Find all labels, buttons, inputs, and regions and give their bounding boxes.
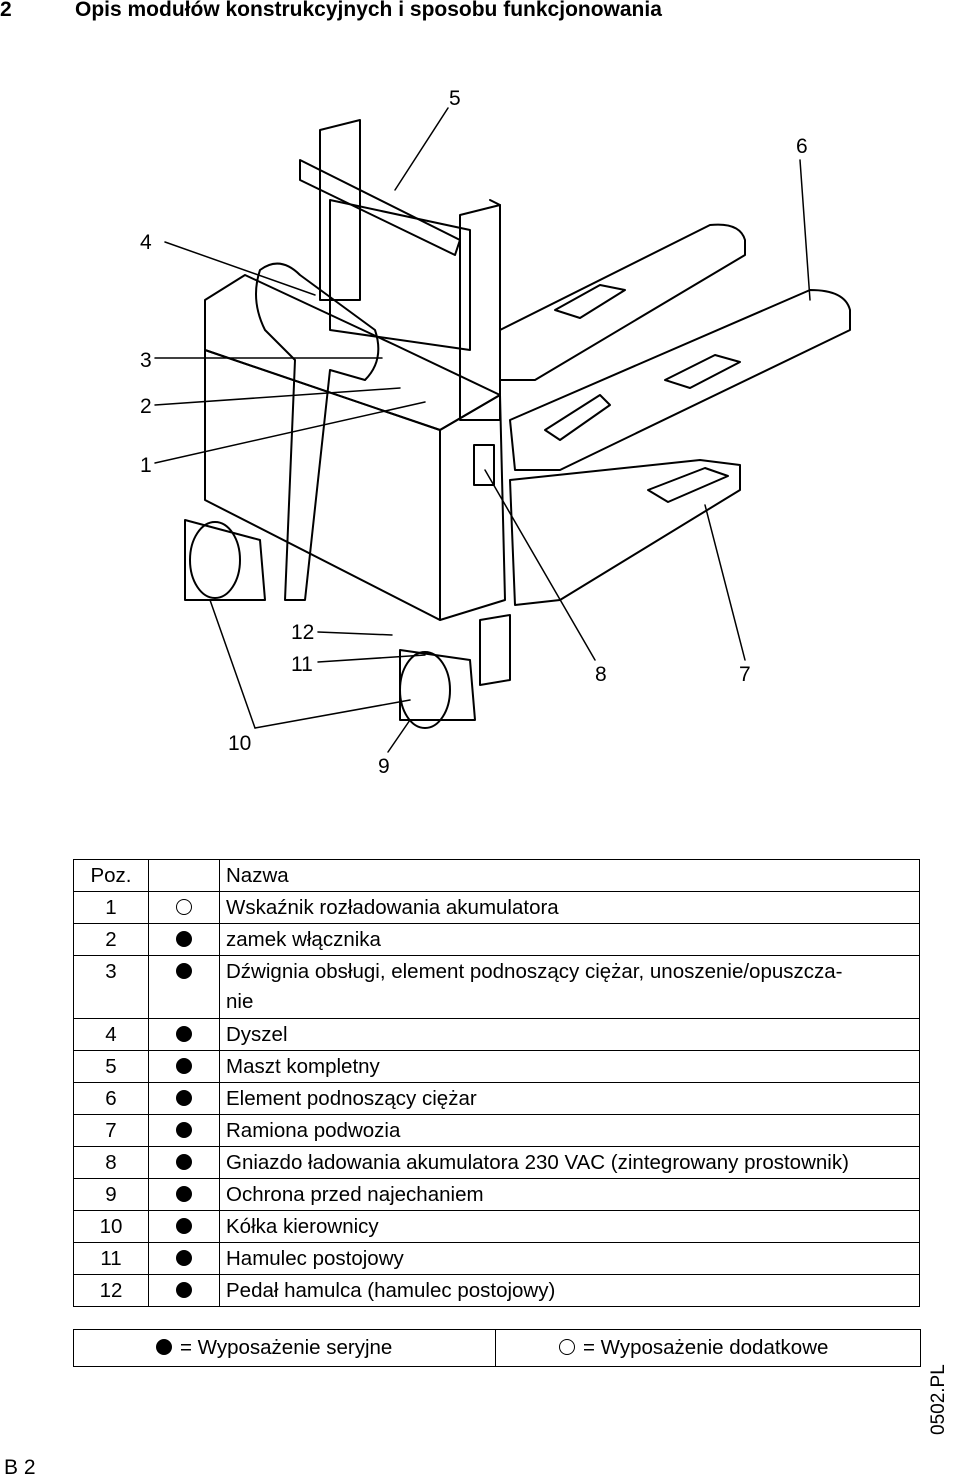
- row-pos: 10: [73, 1210, 149, 1243]
- row-pos: 1: [73, 891, 149, 924]
- callout-1: 1: [140, 454, 152, 477]
- row-name: Wskaźnik rozładowania akumulatora: [219, 891, 920, 924]
- fork-left-slot: [554, 284, 626, 319]
- callout-5: 5: [449, 87, 461, 110]
- row-pos: 9: [73, 1178, 149, 1211]
- header-name: Nazwa: [219, 859, 920, 892]
- standard-icon: [148, 955, 220, 1019]
- row-name: Gniazdo ładowania akumulatora 230 VAC (z…: [219, 1146, 920, 1179]
- standard-icon: [148, 1050, 220, 1083]
- standard-icon: [156, 1338, 172, 1355]
- callout-3: 3: [140, 349, 152, 372]
- mast: [319, 119, 361, 301]
- fork-left: [499, 223, 746, 381]
- row-pos: 5: [73, 1050, 149, 1083]
- page-number: B 2: [4, 1456, 36, 1479]
- header-pos: Poz.: [73, 859, 149, 892]
- callout-11: 11: [291, 653, 313, 676]
- row-name: Ramiona podwozia: [219, 1114, 920, 1147]
- chassis-wheel-slot: [647, 467, 729, 503]
- table-row: 8 Gniazdo ładowania akumulatora 230 VAC …: [73, 1146, 920, 1179]
- callout-2: 2: [140, 395, 152, 418]
- body-front: [204, 349, 441, 621]
- row-name: zamek włącznika: [219, 923, 920, 956]
- table-row: 7 Ramiona podwozia: [73, 1114, 920, 1147]
- header-symbol: [148, 859, 220, 892]
- standard-icon: [148, 1018, 220, 1051]
- fork-right: [509, 289, 851, 471]
- standard-icon: [148, 1178, 220, 1211]
- table-row: 4 Dyszel: [73, 1018, 920, 1051]
- table-row: 5 Maszt kompletny: [73, 1050, 920, 1083]
- legend-standard: = Wyposażenie seryjne: [74, 1330, 496, 1366]
- table-row: 3 Dźwignia obsługi, element podnoszący c…: [73, 955, 920, 1019]
- legend-box: = Wyposażenie seryjne = Wyposażenie doda…: [73, 1329, 921, 1367]
- table-header-row: Poz. Nazwa: [73, 859, 920, 892]
- table-row: 6 Element podnoszący ciężar: [73, 1082, 920, 1115]
- body-side: [439, 394, 506, 621]
- callout-8: 8: [595, 663, 607, 686]
- row-name: Element podnoszący ciężar: [219, 1082, 920, 1115]
- row-name-line-1: Dźwignia obsługi, element podnoszący cię…: [226, 960, 843, 983]
- tiller-top: [299, 159, 461, 256]
- section-number: 2: [0, 0, 12, 21]
- fork-right-slot: [664, 354, 741, 389]
- table-row: 1 Wskaźnik rozładowania akumulatora: [73, 891, 920, 924]
- standard-icon: [148, 923, 220, 956]
- parts-table: Poz. Nazwa 1 Wskaźnik rozładowania akumu…: [73, 859, 920, 1307]
- row-name: Kółka kierownicy: [219, 1210, 920, 1243]
- row-name: Dźwignia obsługi, element podnoszący cię…: [219, 955, 920, 1019]
- callout-7: 7: [739, 663, 751, 686]
- optional-icon: [559, 1338, 575, 1355]
- standard-icon: [148, 1082, 220, 1115]
- standard-icon: [148, 1146, 220, 1179]
- legend-optional: = Wyposażenie dodatkowe: [496, 1330, 828, 1366]
- body-top: [204, 274, 501, 431]
- standard-icon: [148, 1210, 220, 1243]
- callout-4: 4: [140, 231, 152, 254]
- callout-9: 9: [378, 755, 390, 778]
- row-name: Dyszel: [219, 1018, 920, 1051]
- row-pos: 12: [73, 1274, 149, 1307]
- legend-standard-label: = Wyposażenie seryjne: [180, 1336, 393, 1359]
- row-name: Ochrona przed najechaniem: [219, 1178, 920, 1211]
- row-name: Pedał hamulca (hamulec postojowy): [219, 1274, 920, 1307]
- table-row: 10 Kółka kierownicy: [73, 1210, 920, 1243]
- table-row: 11 Hamulec postojowy: [73, 1242, 920, 1275]
- row-pos: 11: [73, 1242, 149, 1275]
- callout-10: 10: [228, 732, 252, 755]
- row-pos: 2: [73, 923, 149, 956]
- row-name: Hamulec postojowy: [219, 1242, 920, 1275]
- row-pos: 4: [73, 1018, 149, 1051]
- standard-icon: [148, 1114, 220, 1147]
- pallet-truck-drawing: [154, 107, 851, 753]
- table-row: 2 zamek włącznika: [73, 923, 920, 956]
- document-code: 0502.PL: [928, 1364, 949, 1435]
- optional-icon: [148, 891, 220, 924]
- legend-optional-label: = Wyposażenie dodatkowe: [583, 1336, 829, 1359]
- chassis-arm: [509, 459, 741, 606]
- page-title: Opis modułów konstrukcyjnych i sposobu f…: [75, 0, 662, 21]
- wheel-left: [189, 521, 241, 599]
- standard-icon: [148, 1274, 220, 1307]
- tiller: [255, 262, 380, 601]
- callout-12: 12: [291, 621, 315, 644]
- row-name-line-2: nie: [226, 990, 254, 1013]
- row-pos: 7: [73, 1114, 149, 1147]
- row-pos: 3: [73, 955, 149, 1019]
- table-row: 12 Pedał hamulca (hamulec postojowy): [73, 1274, 920, 1307]
- row-name: Maszt kompletny: [219, 1050, 920, 1083]
- wheel-right: [399, 651, 451, 729]
- table-row: 9 Ochrona przed najechaniem: [73, 1178, 920, 1211]
- row-pos: 8: [73, 1146, 149, 1179]
- row-pos: 6: [73, 1082, 149, 1115]
- standard-icon: [148, 1242, 220, 1275]
- callout-6: 6: [796, 135, 808, 158]
